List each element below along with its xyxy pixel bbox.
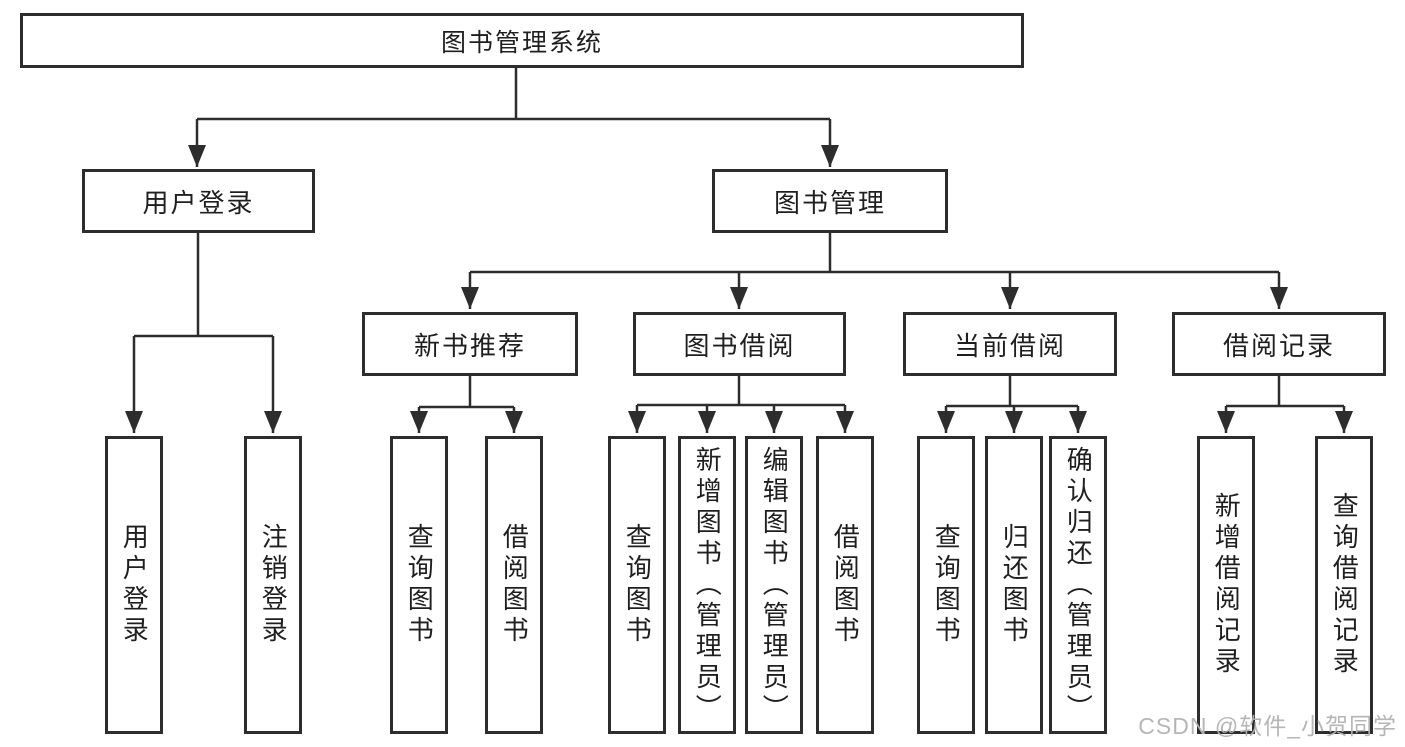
leaf-label: 查询图书	[622, 523, 653, 647]
leaf-confirm-return-admin: 确认归还（管理员）	[1049, 436, 1107, 734]
node-borrowing-records: 借阅记录	[1172, 312, 1386, 376]
leaf-label: 借阅图书	[499, 523, 530, 647]
leaf-query-books-recommend: 查询图书	[390, 436, 448, 734]
leaf-label: 查询图书	[404, 523, 435, 647]
node-label: 当前借阅	[953, 330, 1066, 361]
leaf-label: 编辑图书（管理员）	[759, 445, 790, 725]
node-book-borrowing: 图书借阅	[633, 312, 846, 376]
leaf-borrow-books-recommend: 借阅图书	[485, 436, 543, 734]
leaf-return-book: 归还图书	[985, 436, 1043, 734]
leaf-logout: 注销登录	[244, 436, 302, 734]
node-library-management-system: 图书管理系统	[20, 13, 1024, 68]
leaf-label: 查询借阅记录	[1329, 492, 1360, 678]
leaf-add-book-admin: 新增图书（管理员）	[678, 436, 736, 734]
node-label: 图书管理系统	[440, 28, 603, 57]
leaf-edit-book-admin: 编辑图书（管理员）	[745, 436, 803, 734]
leaf-query-books-borrow: 查询图书	[608, 436, 666, 734]
leaf-label: 归还图书	[999, 523, 1030, 647]
leaf-query-books-current: 查询图书	[917, 436, 975, 734]
leaf-label: 借阅图书	[830, 523, 861, 647]
csdn-watermark: CSDN @软件_小贺同学	[1138, 713, 1397, 739]
leaf-borrow-books-borrow: 借阅图书	[816, 436, 874, 734]
node-label: 图书借阅	[683, 330, 796, 361]
leaf-user-login: 用户登录	[105, 436, 163, 734]
node-book-management: 图书管理	[712, 169, 948, 233]
leaf-label: 注销登录	[258, 523, 289, 647]
node-user-login: 用户登录	[82, 169, 315, 233]
leaf-label: 查询图书	[931, 523, 962, 647]
node-new-book-recommendation: 新书推荐	[362, 312, 578, 376]
leaf-label: 确认归还（管理员）	[1063, 445, 1094, 725]
node-label: 图书管理	[773, 187, 886, 218]
leaf-label: 新增借阅记录	[1211, 492, 1242, 678]
leaf-add-borrow-record: 新增借阅记录	[1197, 436, 1255, 734]
node-label: 借阅记录	[1222, 330, 1335, 361]
leaf-label: 新增图书（管理员）	[692, 445, 723, 725]
leaf-query-borrow-record: 查询借阅记录	[1315, 436, 1373, 734]
node-current-borrowing: 当前借阅	[903, 312, 1117, 376]
node-label: 新书推荐	[413, 330, 526, 361]
leaf-label: 用户登录	[119, 523, 150, 647]
node-label: 用户登录	[142, 187, 255, 218]
